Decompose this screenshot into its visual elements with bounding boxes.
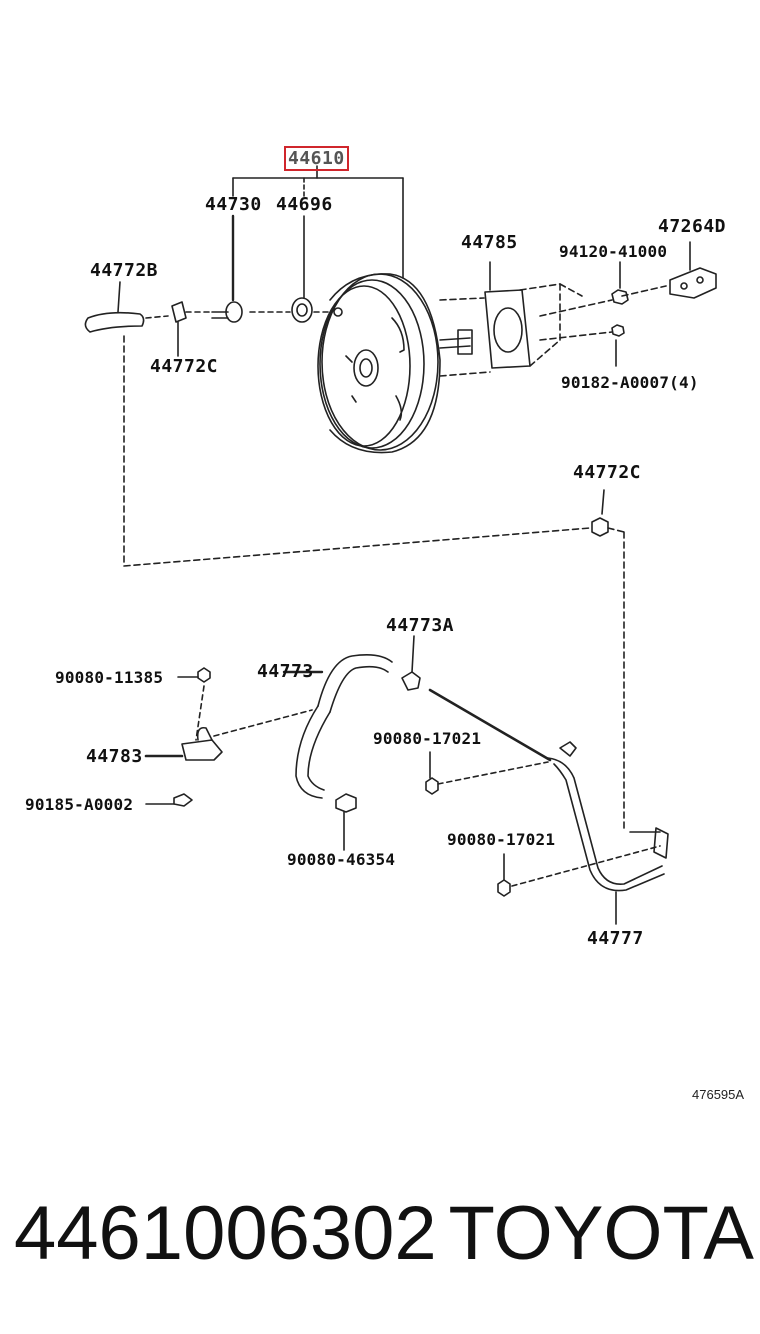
part-label-90080-46354[interactable]: 90080-46354 [287,850,396,869]
vacuum-pipe-44777 [428,688,669,925]
brake-booster-drawing [317,273,473,454]
part-number: 4461006302 [14,1191,437,1276]
highlighted-part-label[interactable]: 44610 [284,146,349,171]
part-label-90080-17021-a[interactable]: 90080-17021 [373,729,482,748]
part-label-90080-11385[interactable]: 90080-11385 [55,668,164,687]
part-label-90080-17021-b[interactable]: 90080-17021 [447,830,556,849]
group-bracket [231,165,404,302]
hose-44772B [84,281,187,357]
clamp-44772C [591,489,609,537]
part-label-44730[interactable]: 44730 [205,194,262,215]
diagram-reference-code: 476595A [692,1087,745,1102]
part-label-44777[interactable]: 44777 [587,928,644,949]
part-label-44773A[interactable]: 44773A [386,615,455,636]
gasket-drawing [484,261,531,369]
part-label-90185-A0002[interactable]: 90185-A0002 [25,795,134,814]
mounting-dashes [439,283,667,377]
part-label-44773[interactable]: 44773 [257,661,314,682]
part-label-44785[interactable]: 44785 [461,232,518,253]
pipe-bolts [425,751,661,897]
bracket-44783 [144,667,313,807]
part-label-44783[interactable]: 44783 [86,746,143,767]
part-label-44696[interactable]: 44696 [276,194,333,215]
hose-clamps [335,635,421,851]
part-label-44772C-mid[interactable]: 44772C [573,462,642,483]
hose-44773 [282,654,393,799]
seal-and-bolt [185,297,331,323]
route-dashes [123,335,625,833]
nuts-and-bracket [611,241,717,367]
brand-name: TOYOTA [448,1191,754,1276]
part-label-44772B[interactable]: 44772B [90,260,159,281]
part-label-44772C-top[interactable]: 44772C [150,356,219,377]
part-label-94120-41000[interactable]: 94120-41000 [559,242,668,261]
part-label-47264D[interactable]: 47264D [658,216,727,237]
part-label-90182-A0007[interactable]: 90182-A0007(4) [561,373,699,392]
